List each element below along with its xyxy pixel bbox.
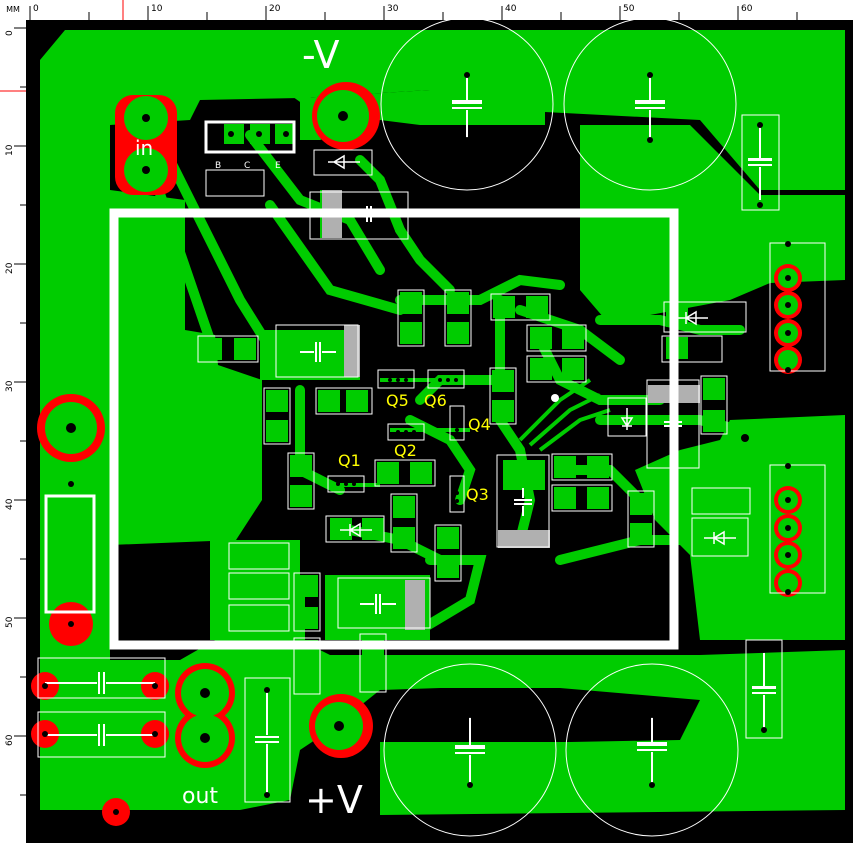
cap-right-lower-outline — [745, 639, 783, 739]
component-bodies — [322, 190, 700, 630]
cap-c2-outline — [337, 577, 431, 629]
copper-pour-top-right — [430, 30, 845, 190]
ruler-top-tick-60: 60 — [741, 4, 753, 14]
via-marker — [551, 394, 559, 402]
label-pin-c: C — [244, 161, 250, 171]
q2-outline — [387, 423, 425, 441]
cap-c1-outline — [275, 324, 359, 378]
cap-neg-2-outline — [563, 20, 737, 191]
silkscreen-outlines — [37, 20, 826, 837]
q5-outline — [377, 369, 415, 389]
cap-out-outline — [244, 677, 291, 803]
cap-neg-1-outline — [380, 20, 554, 191]
copper-pour-top-left — [40, 30, 430, 640]
designator-q3: Q3 — [466, 485, 489, 504]
diode-small-outline — [607, 397, 647, 437]
ruler-left-tick-40: 40 — [5, 498, 15, 510]
ruler-left-tick-10: 10 — [5, 144, 15, 156]
cap-bottom-left-1-outline — [37, 657, 166, 699]
diode-right-upper-outline — [663, 301, 747, 333]
ruler-left-tick-50: 50 — [5, 616, 15, 628]
copper-pad-area-c1 — [260, 330, 360, 380]
designator-q4: Q4 — [468, 415, 491, 434]
designator-q1: Q1 — [338, 451, 361, 470]
cap-bottom-left-2-outline — [37, 711, 166, 758]
ruler-unit: MM — [0, 0, 26, 20]
cap-right-upper-outline — [741, 114, 780, 211]
q3-outline — [449, 475, 465, 513]
label-pos-rail: +V — [305, 778, 363, 822]
ruler-top-tick-0: 0 — [33, 4, 39, 14]
ruler-left-tick-30: 30 — [5, 380, 15, 392]
label-input: in — [135, 136, 153, 160]
pot-outline — [205, 169, 265, 197]
connector-right-upper-outline — [769, 242, 826, 372]
pcb-board[interactable]: in out -V +V B C E Q1 Q2 Q3 Q4 Q5 Q6 — [26, 20, 853, 843]
ruler-top-tick-30: 30 — [387, 4, 399, 14]
cap-center-outline — [496, 454, 550, 548]
trace-19 — [395, 225, 455, 295]
ruler-top-tick-50: 50 — [623, 4, 635, 14]
trace-input-2 — [165, 155, 270, 345]
drill-holes — [42, 72, 791, 815]
designator-q2: Q2 — [394, 441, 417, 460]
ruler-top-scale: 0 10 20 30 40 50 60 — [29, 0, 798, 20]
label-neg-rail: -V — [302, 33, 339, 77]
copper-pour-bottom — [40, 640, 845, 815]
ruler-top: 0 10 20 30 40 50 60 — [0, 0, 853, 21]
cap-pos-2-outline — [565, 663, 739, 837]
copper-cap-block-2 — [40, 705, 165, 760]
designator-q5: Q5 — [386, 391, 409, 410]
cap-polarity-bars — [452, 100, 776, 749]
q4-outline — [449, 405, 465, 441]
trace-9 — [555, 465, 645, 505]
trace-1 — [265, 200, 405, 315]
ruler-left-scale: 0 10 20 30 40 50 60 — [0, 27, 26, 796]
connector-right-lower-outline — [769, 464, 826, 594]
ruler-left-tick-60: 60 — [5, 734, 15, 746]
q6-outline — [427, 369, 465, 389]
designator-q6: Q6 — [424, 391, 447, 410]
transistor-socket-outline — [204, 120, 296, 154]
diode-right-lower-outline — [691, 517, 749, 557]
label-pin-e: E — [275, 161, 281, 171]
cap-pos-1-outline — [383, 663, 557, 837]
trace-5 — [415, 295, 505, 405]
diode-mid-outline — [325, 515, 385, 543]
q1-outline — [327, 475, 365, 493]
ruler-top-tick-20: 20 — [269, 4, 281, 14]
label-pin-b: B — [215, 161, 221, 171]
ruler-top-tick-10: 10 — [151, 4, 163, 14]
label-output: out — [182, 784, 218, 809]
diode-symbols — [328, 154, 736, 546]
copper-pad-area-c2 — [325, 575, 430, 640]
ruler-left-tick-0: 0 — [5, 30, 15, 36]
trace-4 — [395, 274, 565, 305]
smd-pad-layer — [200, 124, 746, 690]
ruler-left: 0 10 20 30 40 50 60 — [0, 20, 27, 843]
ruler-top-tick-40: 40 — [505, 4, 517, 14]
copper-cap-block-1 — [55, 660, 165, 700]
diode-top-outline — [313, 149, 373, 176]
resistor-large-outline — [44, 494, 96, 614]
ruler-left-tick-20: 20 — [5, 262, 15, 274]
